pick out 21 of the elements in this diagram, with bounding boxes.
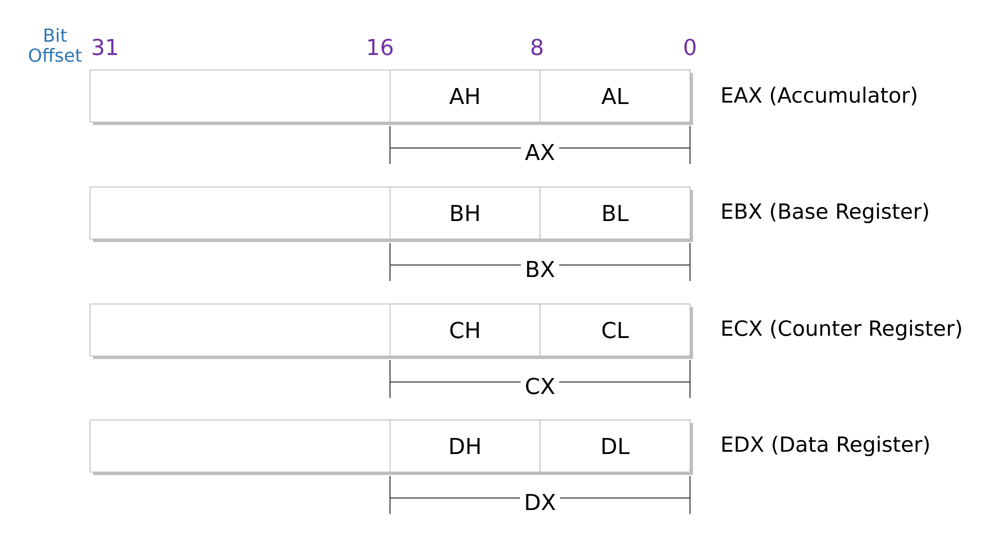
register-name: ECX (Counter Register)	[722, 320, 962, 340]
bit-number: 0	[684, 38, 696, 56]
axis-title: Bit Offset	[28, 28, 82, 62]
register-name: EBX (Base Register)	[722, 202, 928, 224]
bit-number: 31	[92, 38, 117, 56]
bracket-label: BX	[520, 256, 560, 281]
bit-number: 16	[368, 38, 393, 56]
register-cell: BH	[390, 186, 540, 240]
register-cell: BL	[540, 186, 690, 240]
register-cell: AL	[540, 70, 690, 122]
bit-number: 8	[532, 38, 542, 56]
register-cell: DL	[540, 420, 690, 472]
register-cell: DH	[390, 420, 540, 472]
register-name: EAX (Accumulator)	[722, 86, 916, 106]
register-cell: CH	[390, 304, 540, 356]
bracket-label: CX	[520, 374, 560, 398]
register-cell: CL	[540, 304, 690, 356]
bracket-label: DX	[520, 490, 560, 514]
register-cell: AH	[390, 70, 540, 122]
register-name: EDX (Data Register)	[722, 436, 929, 456]
bracket-label: AX	[520, 140, 560, 164]
